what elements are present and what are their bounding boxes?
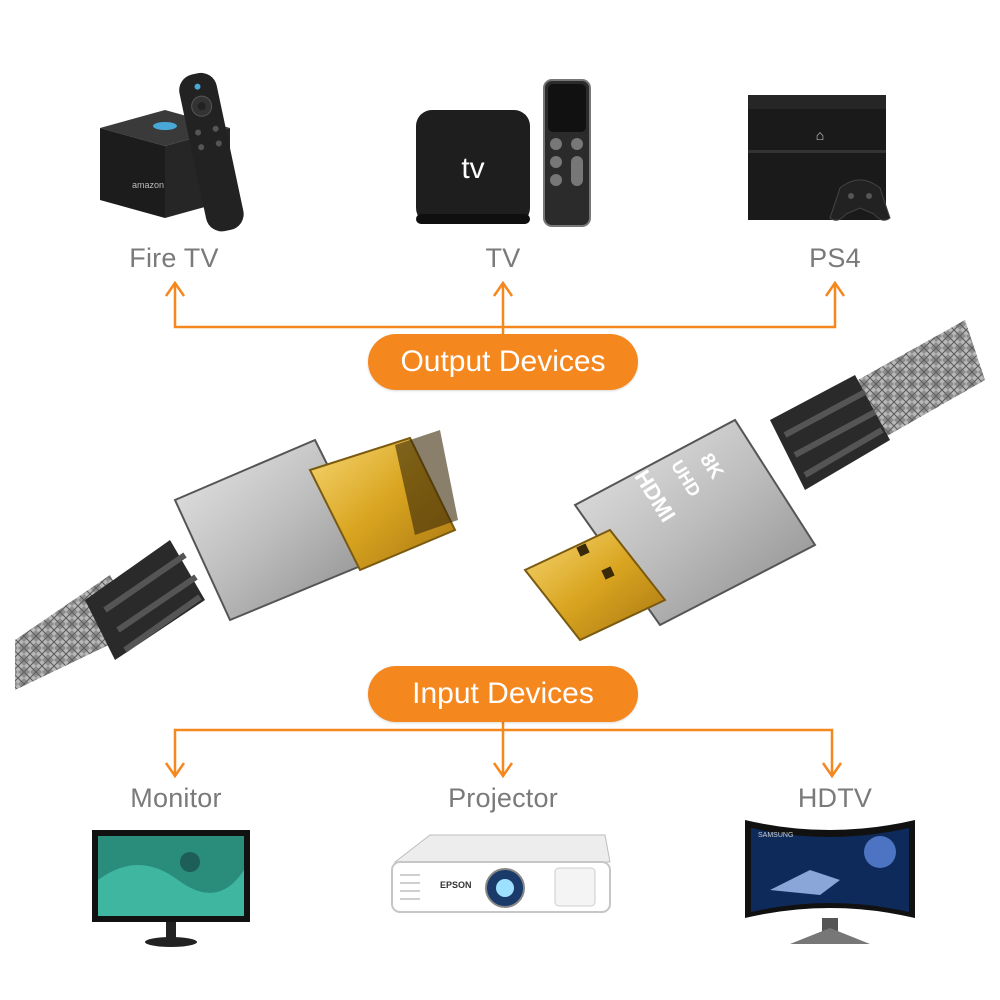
gold-connector-right (523, 528, 667, 642)
svg-text:⌂: ⌂ (816, 127, 824, 143)
output-bracket-line (173, 285, 837, 329)
apple-tv-logo: tv (461, 152, 484, 185)
device-label-hdtv: HDTV (797, 783, 873, 813)
hdmi-cable: 8K UHD HDMI (15, 320, 985, 690)
arrow-up-icon (164, 280, 186, 297)
apple-tv-icon: tv (416, 79, 591, 227)
device-label-projector: Projector (448, 783, 558, 813)
projector-icon: EPSON (391, 834, 611, 913)
arrow-up-icon (492, 280, 514, 297)
cable-braid-right (840, 320, 985, 440)
input-devices-badge: Input Devices (368, 666, 638, 722)
fire-tv-logo: amazon (132, 180, 164, 190)
strain-relief-left (85, 540, 205, 660)
output-connector-lines (164, 280, 846, 345)
device-label-ps4: PS4 (809, 243, 861, 273)
input-connector-lines (164, 715, 843, 779)
device-label-tv: TV (485, 243, 521, 273)
fire-tv-icon: amazon (100, 72, 244, 232)
device-label-fire-tv: Fire TV (129, 243, 219, 273)
arrow-down-icon (492, 762, 514, 779)
arrow-down-icon (164, 762, 186, 779)
ps4-icon: ⌂ (748, 95, 891, 221)
arrow-down-icon (821, 762, 843, 779)
arrow-up-icon (824, 280, 846, 297)
hdtv-logo: SAMSUNG (758, 832, 793, 839)
device-label-monitor: Monitor (130, 783, 222, 813)
output-devices-badge: Output Devices (368, 334, 638, 390)
hdtv-icon: SAMSUNG (745, 820, 915, 944)
projector-logo: EPSON (440, 880, 472, 890)
monitor-icon (92, 830, 250, 947)
strain-relief-right (770, 375, 890, 490)
